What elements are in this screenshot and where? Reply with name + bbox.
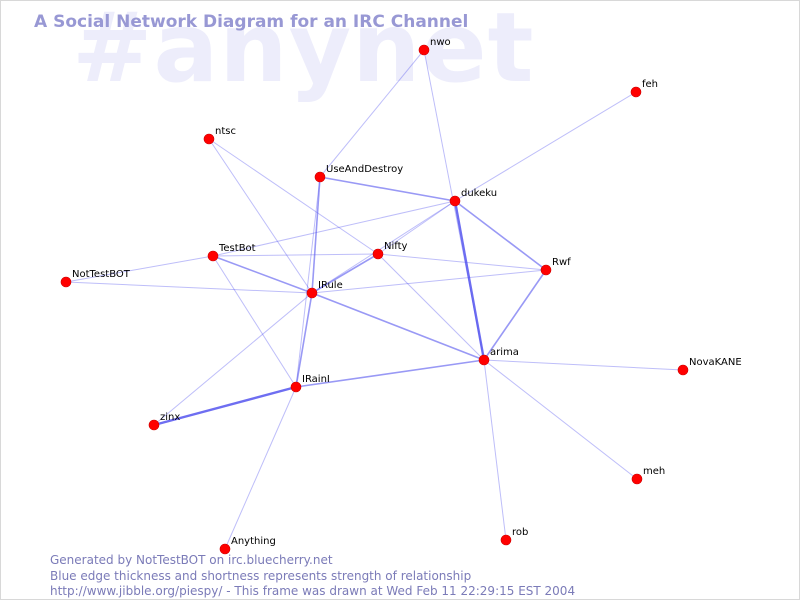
node-dukeku (449, 195, 461, 207)
node-label-zinx: zinx (160, 412, 180, 423)
node-meh (631, 473, 643, 485)
node-nwo (418, 44, 430, 56)
node-label-IRainI: IRainI (302, 374, 330, 385)
node-IRule (306, 287, 318, 299)
node-label-NovaKANE: NovaKANE (689, 357, 742, 368)
edge-NotTestBOT-IRule (65, 281, 313, 294)
node-UseAndDestroy (314, 171, 326, 183)
edge-UseAndDestroy-IRule (311, 176, 321, 294)
node-NotTestBOT (60, 276, 72, 288)
node-Rwf (540, 264, 552, 276)
edge-dukeku-Rwf (454, 200, 547, 271)
edge-Nifty-IRule (311, 253, 379, 294)
node-label-ntsc: ntsc (215, 126, 236, 137)
edge-arima-rob (483, 359, 507, 541)
node-feh (630, 86, 642, 98)
node-label-feh: feh (642, 79, 658, 90)
node-label-rob: rob (512, 527, 528, 538)
edge-arima-IRainI (295, 359, 485, 388)
edge-IRule-arima (311, 292, 485, 361)
node-label-dukeku: dukeku (461, 188, 497, 199)
edge-nwo-UseAndDestroy (319, 49, 425, 178)
edge-TestBot-IRule (212, 255, 313, 294)
node-label-Nifty: Nifty (384, 241, 408, 252)
edge-feh-dukeku (454, 91, 637, 202)
edge-dukeku-IRule (311, 200, 456, 294)
edge-Rwf-arima (483, 269, 547, 361)
diagram-title: A Social Network Diagram for an IRC Chan… (34, 12, 469, 32)
edge-IRule-zinx (153, 292, 313, 426)
edge-IRule-IRainI (295, 292, 313, 388)
node-label-Anything: Anything (231, 536, 276, 547)
edge-Nifty-arima (377, 253, 485, 361)
edge-IRainI-Anything (224, 386, 297, 550)
edge-arima-NovaKANE (483, 359, 684, 371)
nodes-layer (60, 44, 689, 555)
edge-ntsc-Nifty (208, 138, 379, 255)
node-label-arima: arima (490, 347, 519, 358)
node-Anything (219, 543, 231, 555)
edge-Nifty-Rwf (377, 253, 547, 271)
edge-UseAndDestroy-IRainI (295, 176, 321, 388)
edge-ntsc-IRule (208, 138, 313, 294)
footer-legend: Blue edge thickness and shortness repres… (50, 569, 472, 583)
edge-IRule-Rwf (311, 269, 547, 294)
node-label-NotTestBOT: NotTestBOT (72, 269, 131, 280)
node-label-UseAndDestroy: UseAndDestroy (326, 164, 403, 175)
node-label-TestBot: TestBot (218, 243, 256, 254)
channel-watermark: #anynet (72, 0, 535, 104)
footer-timestamp: http://www.jibble.org/piespy/ - This fra… (50, 584, 576, 598)
node-label-meh: meh (643, 466, 665, 477)
node-zinx (148, 419, 160, 431)
node-label-IRule: IRule (318, 280, 343, 291)
node-Nifty (372, 248, 384, 260)
edge-TestBot-IRainI (212, 255, 297, 388)
edge-dukeku-Nifty (377, 200, 456, 255)
edge-arima-meh (483, 359, 638, 480)
node-NovaKANE (677, 364, 689, 376)
edge-TestBot-Nifty (212, 253, 379, 257)
node-arima (478, 354, 490, 366)
node-label-nwo: nwo (430, 37, 451, 48)
node-label-Rwf: Rwf (552, 257, 571, 268)
edge-IRainI-zinx (153, 385, 297, 427)
edge-UseAndDestroy-dukeku (319, 176, 456, 202)
edge-dukeku-TestBot (212, 200, 456, 257)
edge-TestBot-NotTestBOT (65, 255, 214, 283)
node-TestBot (207, 250, 219, 262)
edge-dukeku-arima (453, 200, 486, 361)
node-IRainI (290, 381, 302, 393)
node-ntsc (203, 133, 215, 145)
footer-generated-by: Generated by NotTestBOT on irc.bluecherr… (50, 553, 333, 567)
node-rob (500, 534, 512, 546)
edges-layer (65, 49, 684, 550)
